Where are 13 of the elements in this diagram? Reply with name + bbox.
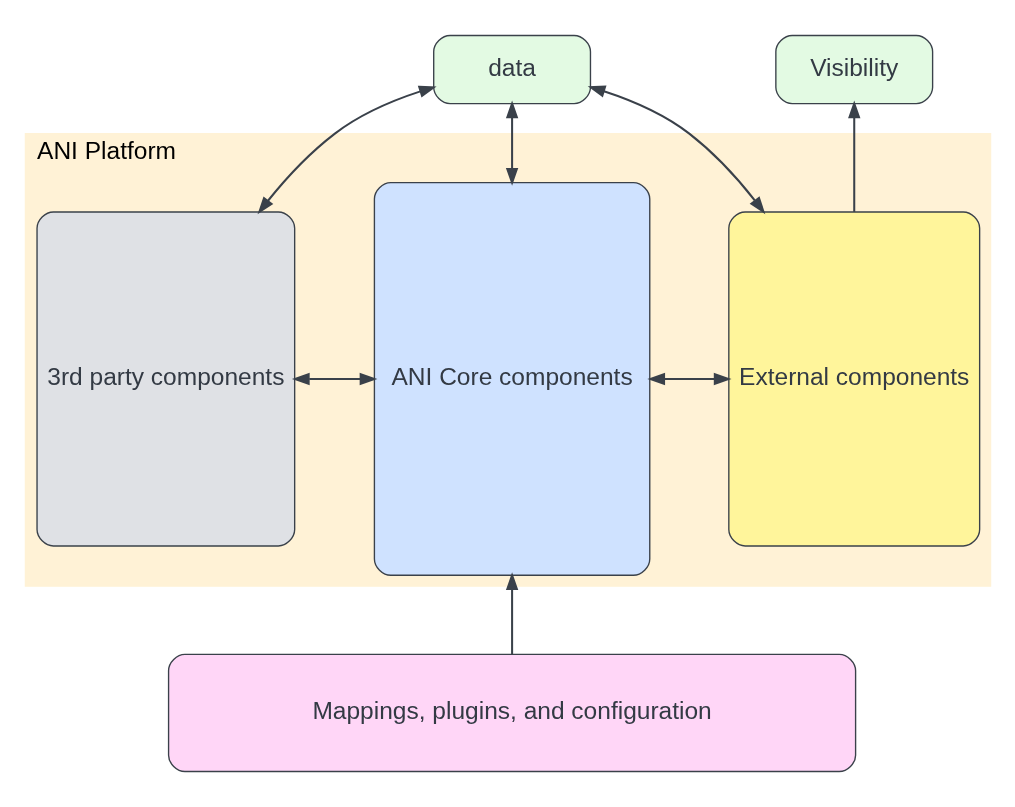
- arrow: [291, 372, 377, 386]
- arrow: [587, 85, 765, 215]
- node-box: ANI Core components: [373, 182, 650, 576]
- arrow: [505, 100, 518, 186]
- arrow: [646, 372, 732, 386]
- arrow: [847, 100, 860, 212]
- arrow: [505, 572, 518, 655]
- node-box: data: [432, 34, 591, 105]
- node-box: Mappings, plugins, and configuration: [167, 653, 856, 773]
- arrow: [257, 85, 437, 215]
- node-box: External components: [727, 211, 980, 547]
- node-box: Visibility: [774, 34, 933, 105]
- node-box: 3rd party components: [35, 211, 295, 547]
